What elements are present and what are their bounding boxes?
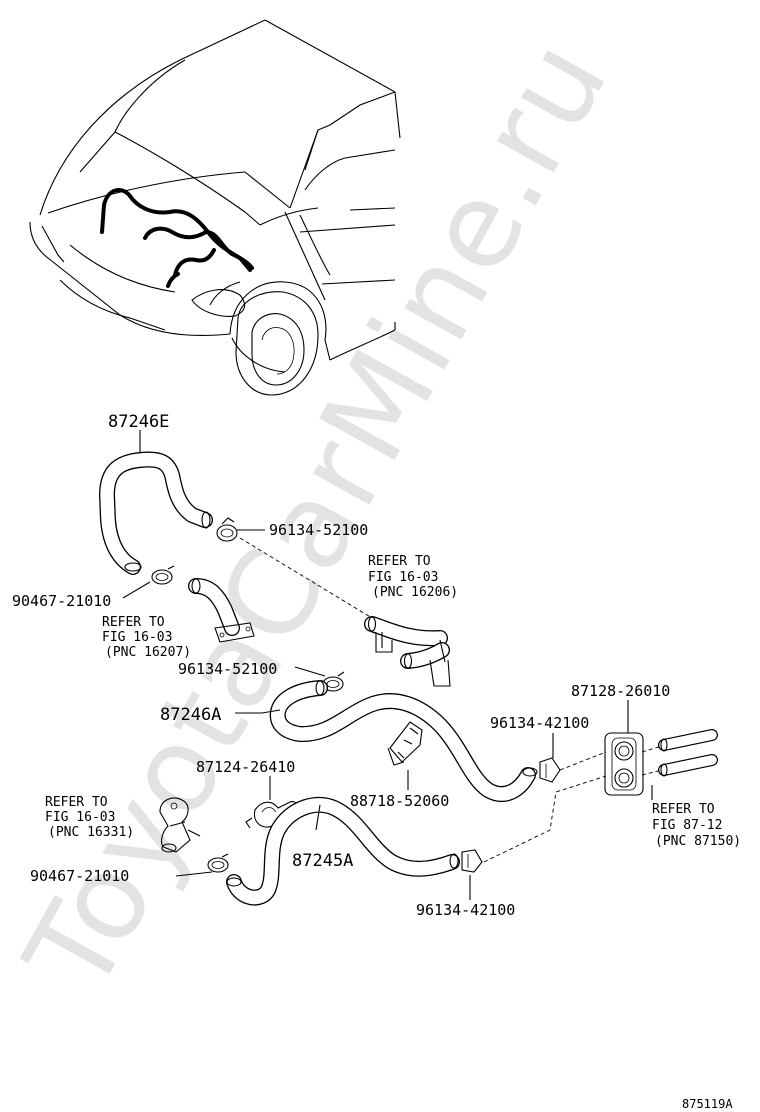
clamp-96134-42100-upper [539, 757, 561, 783]
ref-87150-line2: FIG 87-12 [652, 818, 722, 833]
label-96134-52100-top: 96134-52100 [269, 521, 368, 539]
ref-16207: REFER TO FIG 16-03 (PNC 16207) [102, 615, 191, 660]
heater-pipe-16206 [364, 616, 451, 687]
hose-87246e [99, 451, 213, 575]
ref-16206-line1: REFER TO [368, 554, 431, 569]
clamp-90467-21010-top [151, 565, 175, 585]
ref-16206-line3: (PNC 16206) [372, 585, 458, 600]
water-outlet-pipe [188, 578, 255, 643]
label-90467-21010-bottom: 90467-21010 [30, 867, 129, 885]
ref-16331-line1: REFER TO [45, 795, 108, 810]
clamp-96134-42100-lower [461, 849, 483, 873]
ref-16207-line2: FIG 16-03 [102, 630, 172, 645]
ref-16207-line3: (PNC 16207) [105, 645, 191, 660]
label-87246e: 87246E [108, 412, 169, 432]
label-96134-42100-lower: 96134-42100 [416, 901, 515, 919]
grommet-87128-26010 [604, 732, 644, 796]
clamp-90467-21010-bottom [207, 853, 229, 873]
label-87246a: 87246A [160, 705, 221, 725]
ref-16206-line2: FIG 16-03 [368, 570, 438, 585]
heater-core-pipes [658, 729, 718, 777]
label-96134-52100-middle: 96134-52100 [178, 660, 277, 678]
hose-87245a [226, 796, 460, 906]
ref-87150: REFER TO FIG 87-12 (PNC 87150) [652, 802, 741, 849]
label-87245a: 87245A [292, 851, 353, 871]
ref-16331: REFER TO FIG 16-03 (PNC 16331) [45, 795, 134, 840]
figure-number: 875119A [682, 1097, 733, 1111]
clamp-96134-52100-middle [322, 671, 345, 692]
ref-16331-line3: (PNC 16331) [48, 825, 134, 840]
ref-87150-line3: (PNC 87150) [655, 834, 741, 849]
clamp-96134-52100-top [216, 517, 238, 542]
vehicle-illustration [29, 19, 401, 396]
hose-87246a [269, 680, 538, 802]
label-88718-52060: 88718-52060 [350, 792, 449, 810]
dashed-alignment-lines [239, 537, 663, 863]
label-90467-21010-top: 90467-21010 [12, 592, 111, 610]
label-87124-26410: 87124-26410 [196, 758, 295, 776]
water-inlet-16331 [159, 797, 201, 853]
label-96134-42100-upper: 96134-42100 [490, 714, 589, 732]
leader-lines [122, 430, 653, 900]
ref-87150-line1: REFER TO [652, 802, 715, 817]
ref-16206: REFER TO FIG 16-03 (PNC 16206) [368, 554, 458, 600]
ref-16207-line1: REFER TO [102, 615, 165, 630]
ref-16331-line2: FIG 16-03 [45, 810, 115, 825]
valve-88718-52060 [387, 721, 423, 766]
label-87128-26010: 87128-26010 [571, 682, 670, 700]
